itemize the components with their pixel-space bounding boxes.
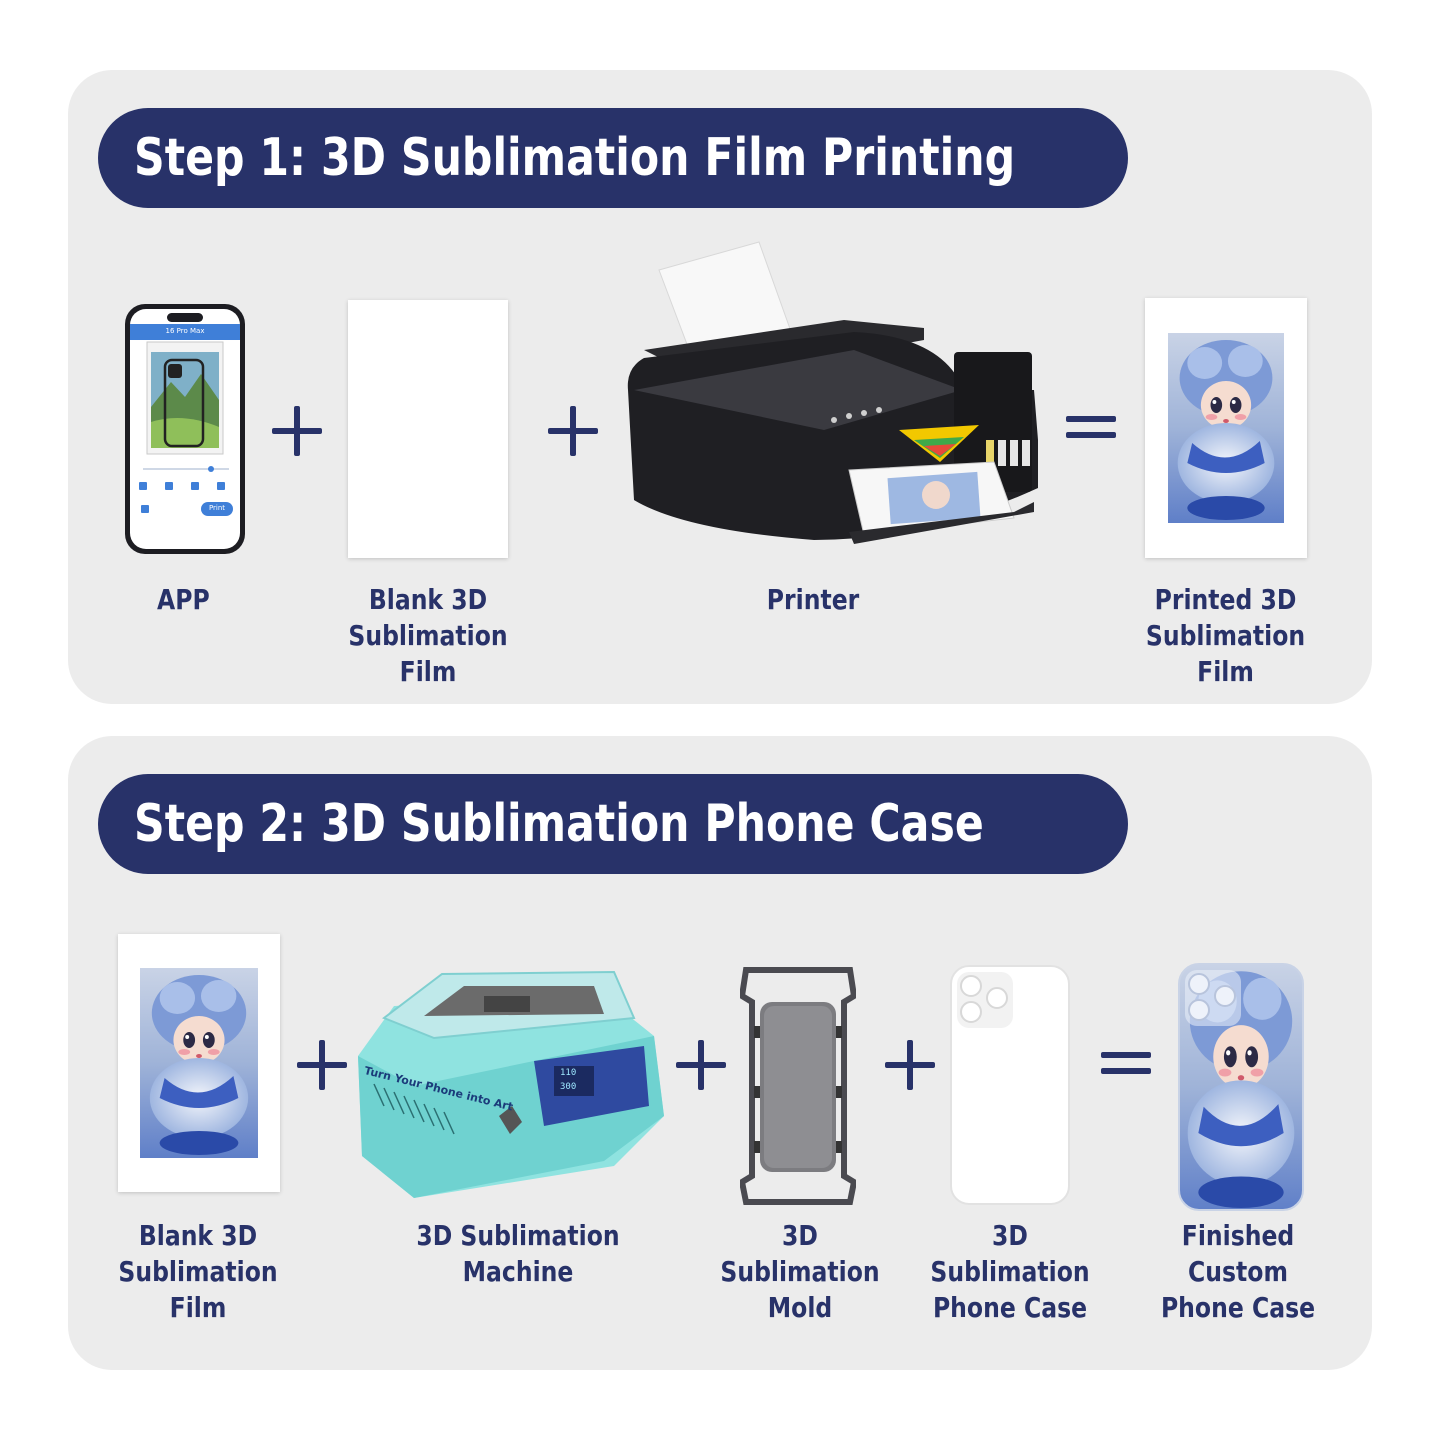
caption-printer-text: Printer — [766, 583, 860, 616]
printed-film-icon — [1145, 298, 1307, 558]
caption-blank-film: Blank 3D Sublimation Film — [308, 582, 548, 690]
mold-icon — [738, 966, 858, 1206]
plus-icon — [548, 406, 598, 456]
phone-app-icon: 16 Pro Max Print — [123, 302, 247, 556]
caption-machine-text: 3D Sublimation Machine — [416, 1219, 620, 1288]
caption-mold-text: 3D Sublimation Mold — [720, 1219, 880, 1324]
finished-phone-case-icon — [1177, 962, 1305, 1212]
equals-icon — [1101, 1052, 1151, 1076]
equals-icon — [1066, 416, 1116, 440]
caption-app: APP — [98, 582, 268, 618]
printed-film-icon — [118, 934, 280, 1192]
app-screen-title: 16 Pro Max — [165, 327, 205, 335]
doll-artwork — [140, 968, 258, 1158]
app-print-button: Print — [208, 504, 226, 512]
caption-blank-case: 3D Sublimation Phone Case — [890, 1218, 1130, 1326]
plus-icon — [297, 1040, 347, 1090]
plus-icon — [885, 1040, 935, 1090]
caption-printer: Printer — [728, 582, 898, 618]
caption-film-step2: Blank 3D Sublimation Film — [78, 1218, 318, 1326]
step2-panel: Step 2: 3D Sublimation Phone Case Blank … — [68, 736, 1372, 1370]
doll-artwork — [1168, 333, 1284, 523]
step1-title-banner: Step 1: 3D Sublimation Film Printing — [98, 108, 1128, 208]
machine-display-top: 110 — [560, 1068, 577, 1078]
caption-finished-case-text: Finished Custom Phone Case — [1160, 1219, 1316, 1324]
caption-finished-case: Finished Custom Phone Case — [1118, 1218, 1358, 1326]
step1-title: Step 1: 3D Sublimation Film Printing — [134, 128, 1016, 188]
step1-panel: Step 1: 3D Sublimation Film Printing — [68, 70, 1372, 704]
caption-app-text: APP — [156, 583, 210, 616]
blank-film-icon — [348, 300, 508, 558]
sublimation-machine-icon: Turn Your Phone into Art 110 300 — [354, 966, 668, 1198]
caption-printed-film: Printed 3D Sublimation Film — [1103, 582, 1348, 690]
blank-phone-case-icon — [949, 964, 1071, 1206]
printer-icon — [624, 240, 1044, 560]
caption-film-step2-text: Blank 3D Sublimation Film — [118, 1219, 278, 1324]
caption-blank-film-text: Blank 3D Sublimation Film — [348, 583, 508, 688]
caption-printed-film-text: Printed 3D Sublimation Film — [1145, 583, 1306, 688]
caption-mold: 3D Sublimation Mold — [680, 1218, 920, 1326]
step2-title-banner: Step 2: 3D Sublimation Phone Case — [98, 774, 1128, 874]
caption-blank-case-text: 3D Sublimation Phone Case — [930, 1219, 1090, 1324]
machine-display-bottom: 300 — [560, 1082, 577, 1092]
step2-title: Step 2: 3D Sublimation Phone Case — [134, 794, 984, 854]
caption-machine: 3D Sublimation Machine — [358, 1218, 678, 1290]
plus-icon — [676, 1040, 726, 1090]
plus-icon — [272, 406, 322, 456]
